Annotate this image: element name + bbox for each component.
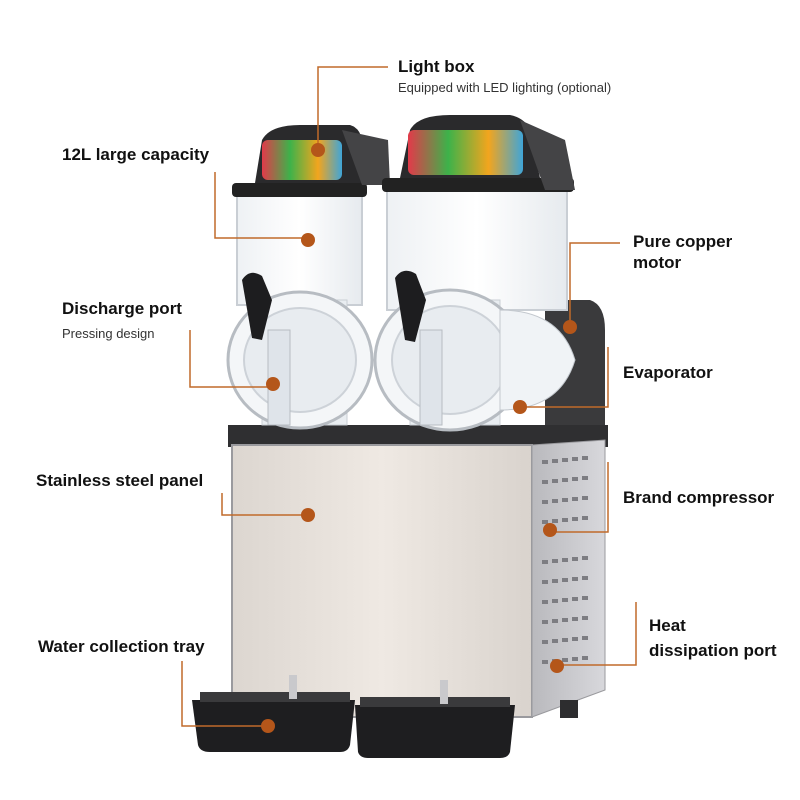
left-tank (226, 184, 374, 430)
motor-title-line2: motor (633, 253, 682, 272)
dot-discharge (266, 377, 280, 391)
dot-tray (261, 719, 275, 733)
dot-light-box (311, 143, 325, 157)
left-tap-handle (242, 272, 272, 340)
compressor-title: Brand compressor (623, 488, 775, 507)
stainless-panel (231, 444, 533, 718)
dot-panel (301, 508, 315, 522)
leader-panel (221, 493, 306, 516)
evaporator-title: Evaporator (623, 363, 713, 382)
dot-compressor (543, 523, 557, 537)
dot-heat (550, 659, 564, 673)
dot-evaporator (513, 400, 527, 414)
leader-motor (569, 242, 620, 325)
light-box-title: Light box (398, 57, 475, 76)
right-tank (373, 179, 576, 432)
heat-title-line2: dissipation port (649, 641, 777, 660)
light-box-desc: Equipped with LED lighting (optional) (398, 80, 612, 95)
discharge-desc: Pressing design (62, 326, 155, 341)
panel-title: Stainless steel panel (36, 471, 204, 490)
side-panel (531, 439, 606, 718)
right-light-box (382, 115, 575, 192)
leader-compressor (550, 462, 609, 533)
vent-grille (542, 456, 588, 664)
leader-capacity (214, 172, 305, 239)
leader-tray (181, 661, 268, 727)
heat-title-line1: Heat (649, 616, 686, 635)
capacity-title: 12L large capacity (62, 145, 210, 164)
dot-motor (563, 320, 577, 334)
discharge-title: Discharge port (62, 299, 182, 318)
tray-title: Water collection tray (38, 637, 205, 656)
leader-evaporator (520, 347, 609, 408)
leader-light-box (317, 66, 388, 150)
right-tap-handle (395, 270, 426, 342)
cabinet (228, 425, 608, 718)
leader-heat (558, 602, 637, 666)
dot-capacity (301, 233, 315, 247)
motor-title-line1: Pure copper (633, 232, 733, 251)
leader-discharge (189, 330, 272, 388)
